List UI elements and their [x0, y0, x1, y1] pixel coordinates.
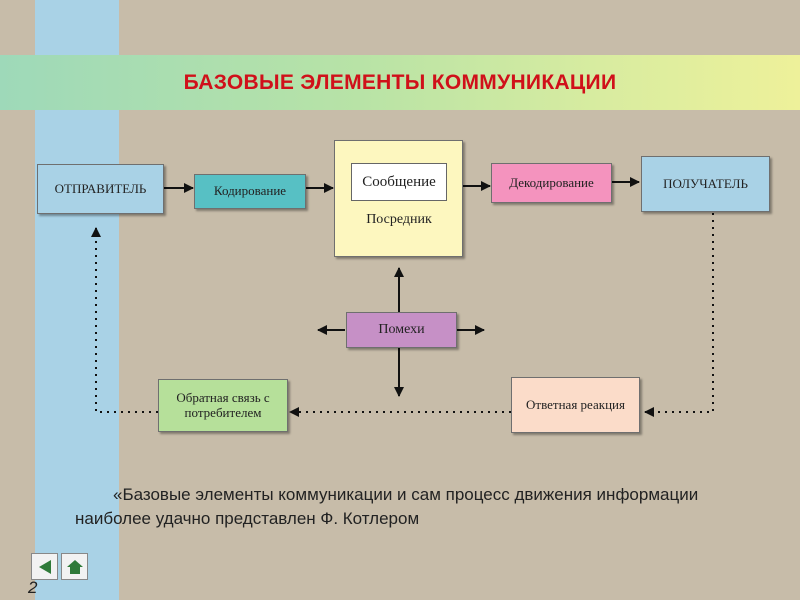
page-number: 2 — [28, 578, 38, 597]
receiver-box: ПОЛУЧАТЕЛЬ — [641, 156, 770, 212]
response-box: Ответная реакция — [511, 377, 640, 433]
message-box: Сообщение — [351, 163, 447, 201]
title-band — [0, 55, 800, 110]
medium-label: Посредник — [366, 212, 432, 227]
noise-box: Помехи — [346, 312, 457, 348]
home-icon — [66, 559, 83, 574]
slide-title: БАЗОВЫЕ ЭЛЕМЕНТЫ КОММУНИКАЦИИ — [183, 71, 617, 94]
encoding-box: Кодирование — [194, 174, 306, 209]
quote-text: «Базовые элементы коммуникации и сам про… — [75, 485, 699, 528]
dotted-receiver-response — [644, 213, 714, 417]
decoding-box: Декодирование — [491, 163, 612, 203]
dotted-feedback-sender — [91, 227, 158, 413]
prev-slide-button[interactable] — [31, 553, 58, 580]
home-button[interactable] — [61, 553, 88, 580]
triangle-left-icon — [38, 559, 51, 574]
sender-box: ОТПРАВИТЕЛЬ — [37, 164, 164, 214]
feedback-box: Обратная связь с потребителем — [158, 379, 288, 432]
